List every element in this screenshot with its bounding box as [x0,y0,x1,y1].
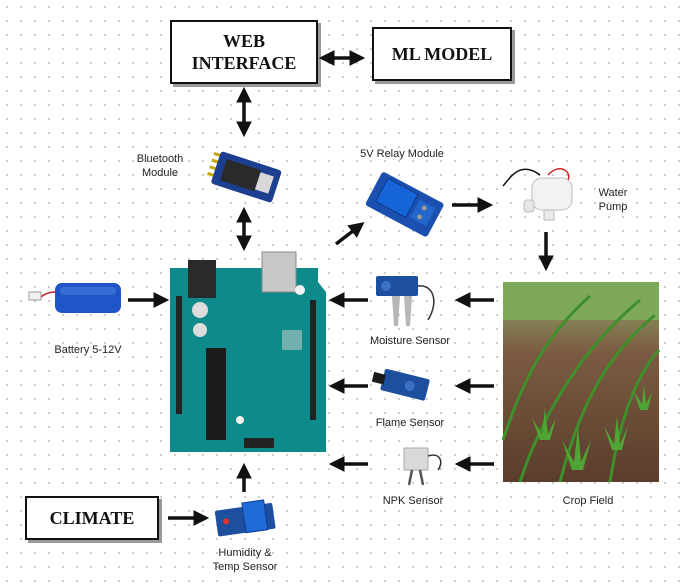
crop-label: Crop Field [562,495,614,507]
web-interface-line1: WEB [222,31,265,51]
humidity-label-line2: Temp Sensor [212,561,278,573]
battery-label: Battery 5-12V [54,344,122,356]
climate-label: CLIMATE [49,507,135,528]
pump-label: Water Pump [586,186,640,214]
npk-sensor-icon [403,447,442,486]
web-interface-box: WEB INTERFACE [170,20,318,84]
humidity-label-line1: Humidity & [218,547,272,559]
pump-label-line1: Water [598,187,628,199]
crop-field-image [501,282,661,483]
water-pump-icon [502,168,573,221]
arduino-board [170,251,326,452]
battery-icon [28,283,121,313]
relay-module-icon [365,172,444,237]
moisture-sensor-icon [376,276,435,326]
flame-sensor-icon [371,368,430,401]
npk-label: NPK Sensor [382,495,444,507]
ml-model-label: ML MODEL [391,43,493,64]
pump-label-line2: Pump [598,201,628,213]
arrow-arduino-relay [334,222,365,246]
humidity-label: Humidity & Temp Sensor [196,546,294,574]
bluetooth-module-icon [207,151,282,203]
bluetooth-label-line2: Module [141,167,179,179]
humidity-temp-sensor-icon [214,499,276,537]
climate-box: CLIMATE [25,496,159,540]
relay-label: 5V Relay Module [360,148,444,160]
web-interface-line2: INTERFACE [191,53,297,73]
moisture-label: Moisture Sensor [369,335,451,347]
flame-label: Flame Sensor [375,417,445,429]
arrows [128,50,554,526]
bluetooth-label-line1: Bluetooth [136,153,184,165]
ml-model-box: ML MODEL [372,27,512,81]
bluetooth-label: Bluetooth Module [120,152,200,180]
